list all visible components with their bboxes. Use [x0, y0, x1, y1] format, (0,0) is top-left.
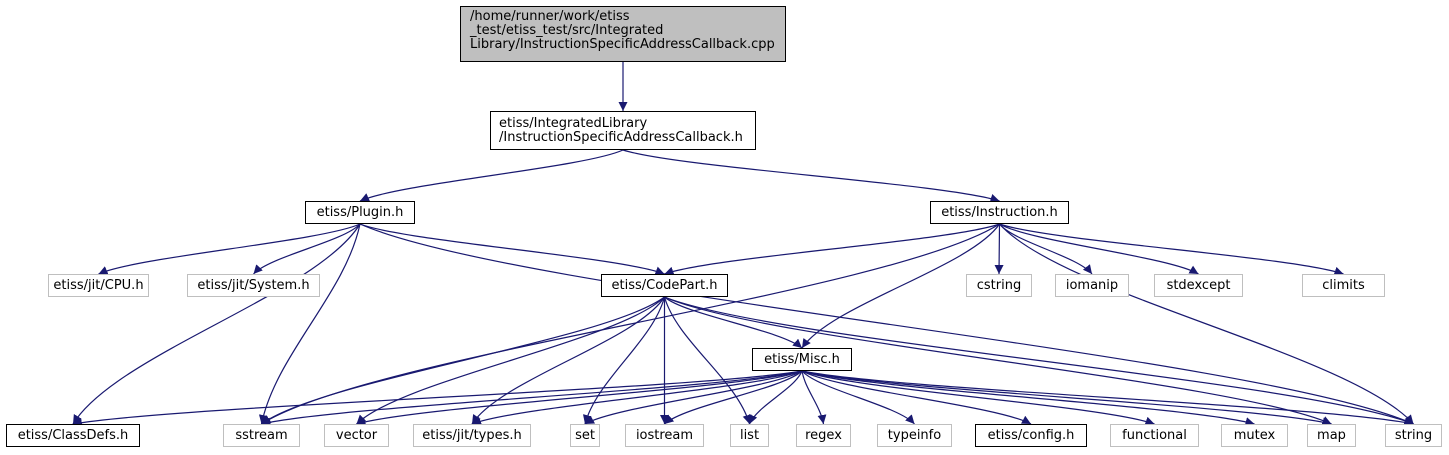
edge-plugin_h-to-cpu_h [98, 223, 361, 275]
edge-misc_h-to-regex [801, 370, 827, 425]
node-vector: vector [324, 424, 389, 447]
edge-misc_h-to-list [748, 370, 803, 425]
edge-misc_h-to-classdefs_h [72, 370, 803, 427]
node-types-h: etiss/jit/types.h [413, 424, 531, 447]
node-climits: climits [1302, 274, 1385, 297]
node-instruction-h[interactable]: etiss/Instruction.h [930, 201, 1069, 224]
node-system-h: etiss/jit/System.h [187, 274, 320, 297]
node-sstream: sstream [223, 424, 300, 447]
node-typeinfo: typeinfo [877, 424, 952, 447]
edge-misc_h-to-map [801, 370, 1332, 427]
node-iostream: iostream [625, 424, 704, 447]
edge-misc_h-to-types_h [471, 370, 803, 426]
edge-plugin_h-to-string [359, 223, 1414, 425]
node-stdexcept: stdexcept [1154, 274, 1243, 297]
edge-plugin_h-to-codepart_h [359, 223, 665, 275]
edge-misc_h-to-iostream [664, 370, 803, 425]
edge-codepart_h-to-set [582, 296, 666, 425]
node-instructionspecificaddresscallback-cpp[interactable]: /home/runner/work/etiss _test/etiss_test… [460, 6, 786, 62]
edge-misc_h-to-string [801, 370, 1414, 427]
edge-isac_h-to-instruction_h [622, 149, 1000, 203]
edge-plugin_h-to-system_h [253, 223, 361, 275]
edge-instruction_h-to-misc_h [801, 223, 1000, 349]
edge-instruction_h-to-codepart_h [664, 223, 1000, 276]
edge-misc_h-to-functional [801, 370, 1155, 426]
edge-misc_h-to-set [584, 370, 803, 425]
edge-misc_h-to-mutex [801, 370, 1255, 426]
edge-codepart_h-to-map [664, 296, 1332, 425]
edge-isac_h-to-plugin_h [359, 149, 624, 202]
node-set: set [570, 424, 600, 447]
edge-codepart_h-to-vector [356, 296, 665, 425]
node-map: map [1307, 424, 1356, 447]
edge-misc_h-to-sstream [261, 370, 803, 427]
node-list: list [730, 424, 769, 447]
node-codepart-h[interactable]: etiss/CodePart.h [601, 274, 728, 297]
edge-codepart_h-to-sstream [261, 296, 665, 425]
node-classdefs-h[interactable]: etiss/ClassDefs.h [6, 424, 140, 447]
edge-misc_h-to-config_h [801, 370, 1032, 425]
node-misc-h[interactable]: etiss/Misc.h [752, 348, 852, 371]
node-string: string [1385, 424, 1442, 447]
edge-instruction_h-to-cstring [994, 223, 1004, 275]
node-instructionspecificaddresscallback-h[interactable]: etiss/IntegratedLibrary /InstructionSpec… [490, 111, 756, 150]
node-cpu-h: etiss/jit/CPU.h [48, 274, 149, 297]
edge-instruction_h-to-climits [999, 223, 1344, 276]
edge-instruction_h-to-string [999, 223, 1414, 425]
node-cstring: cstring [966, 274, 1032, 297]
edge-misc_h-to-vector [356, 370, 803, 426]
node-config-h[interactable]: etiss/config.h [975, 424, 1087, 447]
edge-plugin_h-to-classdefs_h [72, 223, 361, 425]
edge-instruction_h-to-stdexcept [999, 223, 1199, 275]
node-regex: regex [796, 424, 851, 447]
node-iomanip: iomanip [1055, 274, 1129, 297]
node-plugin-h[interactable]: etiss/Plugin.h [305, 201, 415, 224]
edge-codepart_h-to-types_h [471, 296, 666, 425]
node-mutex: mutex [1221, 424, 1288, 447]
edge-layer [72, 61, 1414, 427]
edge-codepart_h-to-list [663, 296, 752, 425]
node-functional: functional [1110, 424, 1199, 447]
edge-codepart_h-to-misc_h [664, 296, 803, 349]
edge-plugin_h-to-sstream [258, 223, 361, 425]
edge-instruction_h-to-iomanip [999, 223, 1093, 275]
edge-misc_h-to-typeinfo [801, 370, 915, 425]
edge-codepart_h-to-string [664, 296, 1414, 425]
